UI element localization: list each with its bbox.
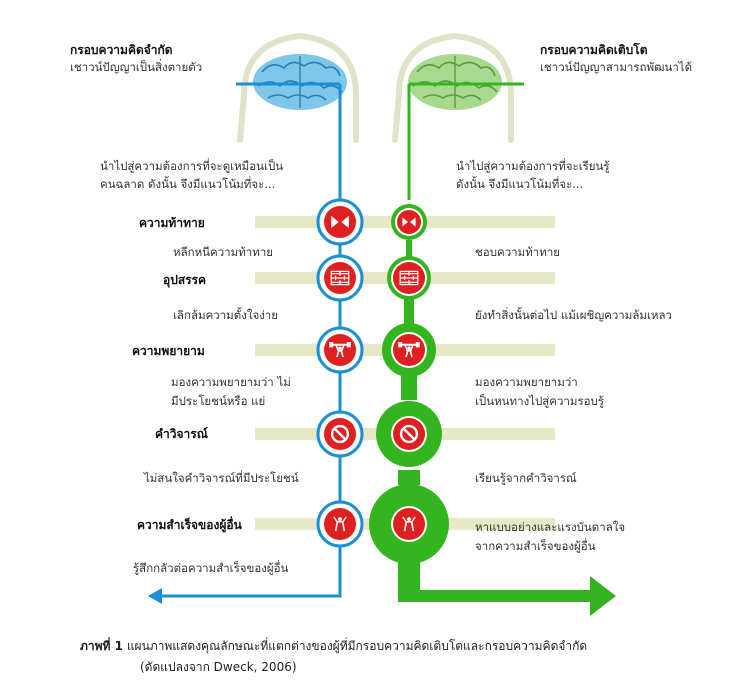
stage-label-criticism: คำวิจารณ์ bbox=[155, 427, 208, 441]
growth-response-effort-2: เป็นหนทางไปสู่ความรอบรู้ bbox=[475, 394, 605, 408]
fixed-brick-wall-icon bbox=[324, 262, 356, 294]
fixed-response-effort-1: มองความพยายามว่า ไม่ bbox=[171, 375, 291, 389]
stage-label-effort: ความพยายาม bbox=[132, 344, 205, 358]
caption-label: ภาพที่ 1 bbox=[80, 639, 123, 653]
fixed-response-criticism: ไม่สนใจคำวิจารณ์ที่มีประโยชน์ bbox=[144, 471, 299, 485]
growth-response-others-success-1: หาแบบอย่างและแรงบันดาลใจ bbox=[475, 520, 626, 534]
stage-label-obstacle: อุปสรรค bbox=[163, 273, 207, 287]
fixed-brain-icon bbox=[253, 54, 347, 110]
growth-response-criticism: เรียนรู้จากคำวิจารณ์ bbox=[475, 471, 577, 485]
figure-caption: ภาพที่ 1 แผนภาพแสดงคุณลักษณะที่แตกต่างขอ… bbox=[80, 636, 587, 678]
growth-response-obstacle: ยังทำสิ่งนั้นต่อไป แม้เผชิญความล้มเหลว bbox=[475, 308, 672, 322]
growth-no-sign-icon bbox=[393, 418, 425, 450]
growth-brain-icon bbox=[408, 54, 502, 110]
growth-crowd-figure-icon bbox=[393, 508, 425, 540]
growth-head bbox=[392, 32, 514, 143]
fixed-weightlifter-icon bbox=[324, 334, 356, 366]
fixed-intro-line2: คนฉลาด ดังนั้น จึงมีแนวโน้มที่จะ... bbox=[100, 177, 276, 191]
stage-label-challenge: ความท้าทาย bbox=[139, 216, 205, 230]
fixed-title: กรอบความคิดจำกัด bbox=[70, 43, 173, 57]
fixed-no-sign-icon bbox=[324, 418, 356, 450]
fixed-intro-line1: นำไปสู่ความต้องการที่จะดูเหมือนเป็น bbox=[100, 159, 284, 173]
growth-mindset-header: กรอบความคิดเติบโต เชาวน์ปัญญาสามารถพัฒนา… bbox=[540, 42, 692, 76]
fixed-arrows-inward-icon bbox=[324, 206, 356, 238]
growth-response-others-success-2: จากความสำเร็จของผู้อื่น bbox=[475, 539, 596, 553]
fixed-response-obstacle: เลิกล้มความตั้งใจง่าย bbox=[173, 308, 279, 322]
caption-text: แผนภาพแสดงคุณลักษณะที่แตกต่างของผู้ที่มี… bbox=[123, 639, 588, 653]
fixed-subtitle: เชาวน์ปัญญาเป็นสิ่งตายตัว bbox=[70, 60, 203, 74]
growth-response-effort-1: มองความพยายามว่า bbox=[475, 375, 578, 389]
growth-mindset-line bbox=[398, 84, 616, 616]
growth-brick-wall-icon bbox=[393, 262, 425, 294]
fixed-crowd-figure-icon bbox=[324, 508, 356, 540]
fixed-response-challenge: หลีกหนีความท้าทาย bbox=[173, 245, 274, 259]
fixed-arrow-head bbox=[148, 588, 162, 604]
stage-label-others-success: ความสำเร็จของผู้อื่น bbox=[137, 518, 242, 532]
growth-weightlifter-icon bbox=[393, 334, 425, 366]
fixed-response-others-success: รู้สึกกลัวต่อความสำเร็จของผู้อื่น bbox=[133, 561, 289, 575]
growth-response-challenge: ชอบความท้าทาย bbox=[475, 245, 561, 259]
fixed-mindset-header: กรอบความคิดจำกัด เชาวน์ปัญญาเป็นสิ่งตายต… bbox=[70, 42, 202, 76]
caption-source: (ดัดแปลงจาก Dweck, 2006) bbox=[140, 660, 297, 674]
fixed-response-effort-2: มีประโยชน์หรือ แย่ bbox=[171, 394, 266, 408]
growth-title: กรอบความคิดเติบโต bbox=[540, 43, 648, 57]
fixed-head bbox=[237, 32, 359, 143]
growth-intro-line2: ดังนั้น จึงมีแนวโน้มที่จะ... bbox=[456, 177, 584, 191]
growth-intro-line1: นำไปสู่ความต้องการที่จะเรียนรู้ bbox=[456, 159, 610, 173]
growth-subtitle: เชาวน์ปัญญาสามารถพัฒนาได้ bbox=[540, 60, 693, 74]
growth-arrows-inward-icon bbox=[397, 210, 421, 234]
